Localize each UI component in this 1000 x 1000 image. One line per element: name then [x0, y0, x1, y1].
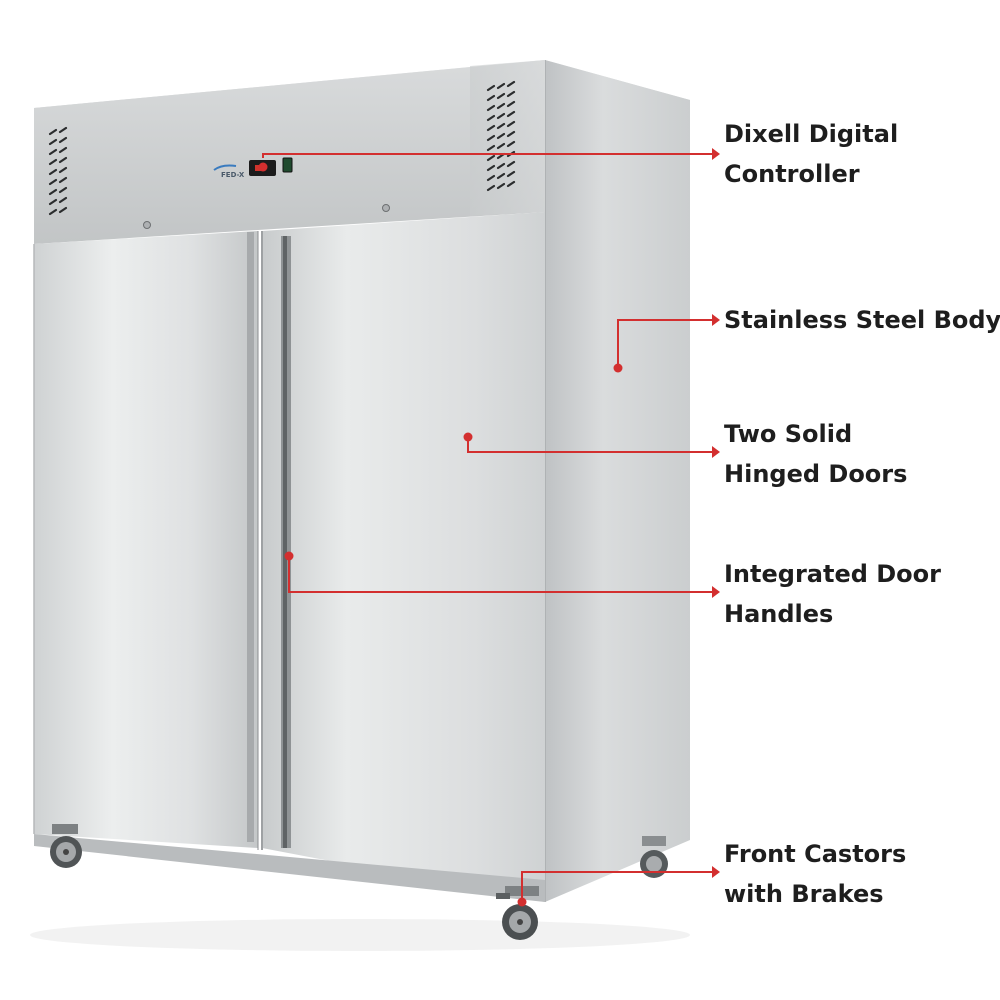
right-door-handle-recess — [283, 236, 287, 848]
callout-controller-line-2: Controller — [724, 160, 860, 188]
left-vent-grille — [48, 126, 68, 216]
callout-handles-line-2: Handles — [724, 600, 834, 628]
leader-body — [617, 319, 712, 368]
castor-front-left — [50, 824, 82, 868]
power-switch — [282, 157, 293, 173]
callout-castors-line-1: Front Castors — [724, 840, 907, 868]
marker-doors — [463, 432, 473, 442]
arrow-handles — [712, 586, 720, 598]
marker-controller — [258, 162, 268, 172]
left-door — [34, 231, 258, 848]
callout-markers — [258, 148, 720, 907]
callout-doors-line-2: Hinged Doors — [724, 460, 908, 488]
cabinet-side — [545, 60, 690, 902]
floor-shadow — [30, 919, 690, 951]
arrow-controller — [712, 148, 720, 160]
brand-logo-swoosh — [213, 164, 237, 171]
brand-badge: FED-X — [221, 171, 245, 179]
callout-controller: Dixell Digital Controller — [724, 114, 898, 194]
panel-screw — [143, 221, 151, 229]
left-door-handle — [247, 232, 254, 842]
callout-doors: Two Solid Hinged Doors — [724, 414, 907, 494]
top-panel-right — [470, 60, 545, 216]
leader-handles — [288, 556, 712, 593]
leader-castors — [521, 871, 712, 902]
callout-castors: Front Castors with Brakes — [724, 834, 906, 914]
leader-controller — [262, 153, 712, 158]
marker-body — [613, 363, 623, 373]
marker-handles — [284, 551, 294, 561]
callout-controller-line-1: Dixell Digital — [724, 120, 899, 148]
leader-doors — [467, 437, 712, 453]
top-panel — [34, 60, 545, 244]
plinth — [34, 834, 545, 902]
marker-castors — [517, 897, 527, 907]
arrow-body — [712, 314, 720, 326]
callout-leaders — [262, 153, 712, 902]
callout-handles-line-1: Integrated Door — [724, 560, 941, 588]
arrow-castors — [712, 866, 720, 878]
panel-screw — [382, 204, 390, 212]
right-door — [262, 212, 545, 902]
callout-body-line-1: Stainless Steel Body — [724, 306, 1000, 334]
callout-castors-line-2: with Brakes — [724, 880, 884, 908]
callout-body: Stainless Steel Body — [724, 300, 1000, 340]
callout-handles: Integrated Door Handles — [724, 554, 941, 634]
callout-doors-line-1: Two Solid — [724, 420, 853, 448]
arrow-doors — [712, 446, 720, 458]
